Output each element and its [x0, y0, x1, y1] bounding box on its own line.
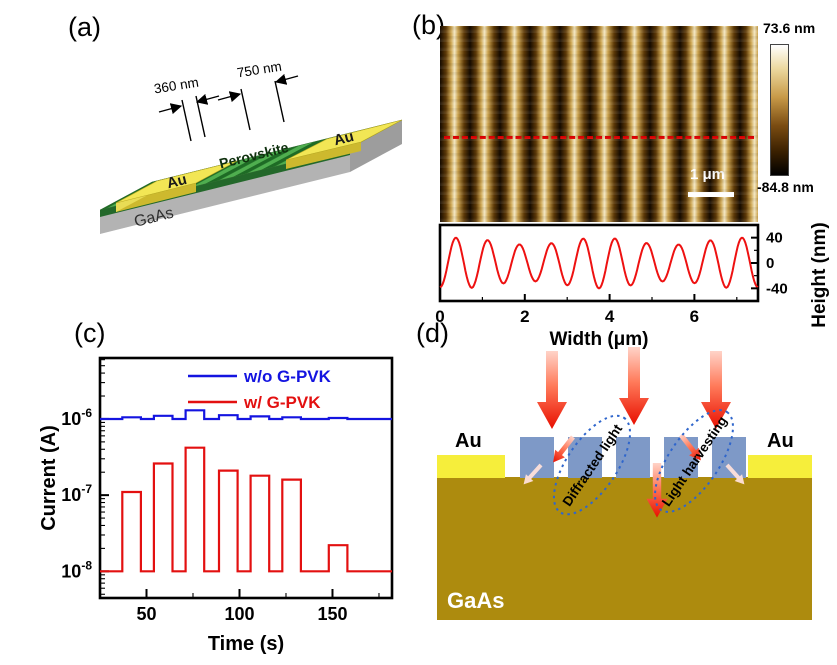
au-contact-left: [437, 455, 505, 478]
profile-y-axis-title: Height (nm): [809, 222, 830, 328]
dim-arrow-right-1: [195, 93, 220, 105]
grating-block: [616, 437, 650, 478]
profile-y-tick-label: 0: [766, 255, 774, 272]
afm-section-line: [444, 136, 754, 139]
y-tick-label: 10-7: [61, 482, 92, 505]
panel-c-label: (c): [74, 318, 106, 348]
y-tick-label: 10-6: [61, 406, 92, 429]
au-right-label: Au: [767, 430, 794, 452]
current-time-chart: 10-6 10-7 10-8 50 100 150 w/o G-PVK w/ G-PVK Tim…: [38, 356, 394, 655]
profile-frame: [438, 223, 760, 303]
dim-leader-3: [240, 88, 251, 131]
au-left-label: Au: [455, 430, 482, 452]
series-wo-gpvk: [100, 409, 392, 421]
substrate-right-face: [350, 120, 402, 172]
diffracted-light-ellipse: [552, 414, 632, 516]
light-harvesting-schematic: Diffracted light Light harvesting Au Au …: [437, 347, 812, 620]
dim-arrow-left-2: [217, 91, 242, 103]
x-tick-label: 150: [317, 604, 347, 624]
dim-leader-4: [274, 80, 285, 123]
height-profile-line: [439, 236, 759, 290]
scalebar: [688, 192, 734, 197]
afm-image: 1 μm: [440, 26, 758, 222]
dim-label-750nm: 750 nm: [236, 59, 283, 81]
colorbar-min-label: -84.8 nm: [757, 179, 814, 195]
au-right-label: Au: [332, 128, 356, 149]
x-tick-label: 50: [136, 604, 156, 624]
au-contact-right: [748, 455, 812, 478]
profile-x-tick-label: 2: [520, 307, 529, 326]
scalebar-label: 1 μm: [690, 166, 726, 183]
x-tick-label: 100: [224, 604, 254, 624]
profile-y-tick-label: -40: [766, 280, 788, 297]
au-pad-left-front: [116, 183, 196, 212]
dim-arrow-left-1: [158, 103, 183, 115]
y-tick-label: 10-8: [61, 558, 92, 581]
panel-b-label: (b): [412, 10, 445, 40]
grating-block: [568, 437, 602, 478]
dim-label-360nm: 360 nm: [153, 75, 200, 97]
incident-light-arrow: [619, 347, 649, 425]
axes-frame: [98, 356, 394, 600]
panel-d-label: (d): [416, 318, 449, 348]
light-harvesting-ellipse: [654, 409, 734, 513]
profile-x-tick-label: 0: [435, 307, 444, 326]
series-w-gpvk: [100, 446, 392, 573]
au-pad-right-top: [285, 119, 403, 161]
grating-block: [664, 437, 698, 478]
gaas-label: GaAs: [447, 588, 504, 613]
dim-leader-1: [181, 99, 192, 142]
incident-light-arrow: [537, 351, 567, 429]
grating-block: [712, 437, 746, 478]
au-left-label: Au: [165, 171, 189, 192]
y-axis-title: Current (A): [38, 425, 60, 531]
profile-y-tick-label: 40: [766, 230, 783, 247]
x-axis-title: Time (s): [208, 633, 284, 655]
au-pad-left-top: [115, 160, 238, 204]
profile-x-tick-label: 6: [690, 307, 699, 326]
device-3d-schematic: 360 nm 750 nm Au Au Perovskite GaAs: [99, 59, 403, 234]
legend-label: w/o G-PVK: [243, 367, 332, 386]
gaas-substrate: [437, 477, 812, 620]
dim-arrow-right-2: [274, 73, 299, 85]
legend-label: w/ G-PVK: [243, 393, 321, 412]
profile-x-axis-title: Width (μm): [549, 329, 648, 350]
profile-x-tick-label: 4: [605, 307, 615, 326]
colorbar-max-label: 73.6 nm: [763, 20, 816, 36]
afm-colorbar: [770, 44, 789, 176]
au-pad-right-front: [286, 142, 361, 169]
panel-a-label: (a): [68, 12, 101, 42]
